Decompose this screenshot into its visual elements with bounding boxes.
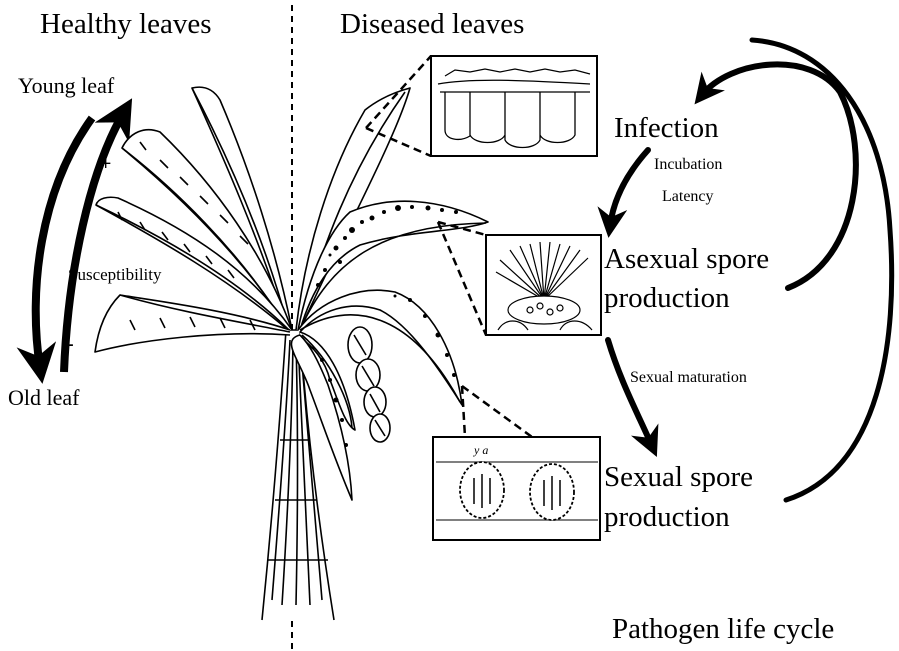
sexual-label-line2: production	[604, 501, 730, 533]
asexual-label-line2: production	[604, 282, 730, 314]
heading-diseased-leaves: Diseased leaves	[340, 8, 524, 40]
inset-sexual-leader-2	[462, 386, 465, 437]
sexual-label-line1: Sexual spore	[604, 461, 753, 493]
banana-plant-illustration	[95, 87, 488, 620]
inset-infection	[431, 56, 597, 156]
inset-sexual-spores: y a	[433, 437, 600, 540]
incubation-label: Incubation	[654, 156, 722, 173]
sexual-maturation-label: Sexual maturation	[630, 369, 747, 386]
arrow-asexual-to-sexual	[608, 340, 652, 446]
inset-sexual-leader-1	[462, 386, 532, 437]
asexual-label-line1: Asexual spore	[604, 243, 769, 275]
infection-label: Infection	[614, 112, 719, 144]
susceptibility-label: Susceptibility	[68, 265, 162, 284]
young-leaf-label: Young leaf	[18, 73, 115, 98]
heading-healthy-leaves: Healthy leaves	[40, 8, 212, 40]
arrow-infection-to-asexual	[610, 150, 648, 226]
old-leaf-label: Old leaf	[8, 385, 80, 410]
latency-label: Latency	[662, 188, 714, 205]
plus-sign: +	[100, 153, 111, 175]
inset-marks: y a	[473, 443, 488, 457]
pathogen-life-cycle-title: Pathogen life cycle	[612, 613, 834, 645]
arrow-sexual-to-infection	[752, 40, 892, 500]
inset-asexual-leader-1	[438, 222, 486, 335]
inset-asexual-spores	[486, 235, 601, 335]
minus-sign: -	[67, 333, 74, 355]
